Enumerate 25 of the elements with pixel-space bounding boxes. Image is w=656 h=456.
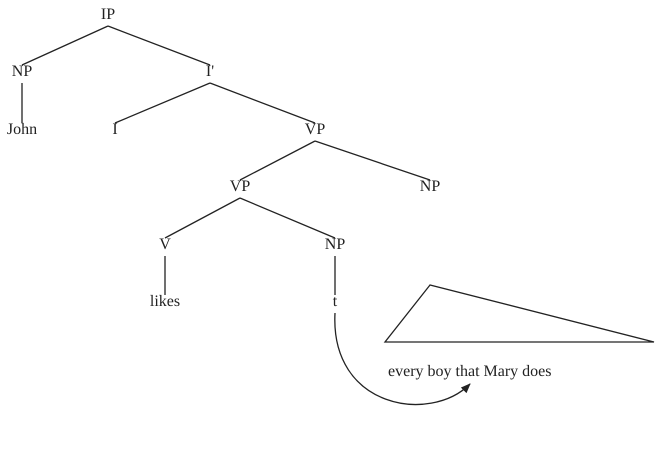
- tree-label: VP: [230, 178, 250, 196]
- tree-branch: [114, 82, 210, 124]
- tree-label: t: [332, 293, 338, 311]
- tree-label: NP: [324, 236, 346, 254]
- tree-branch: [314, 140, 430, 181]
- tree-branch: [108, 25, 210, 66]
- tree-label: NP: [420, 178, 440, 196]
- tree-branch: [240, 197, 336, 239]
- tree-label: I: [112, 121, 118, 139]
- phrase-text: every boy that Mary does: [388, 363, 552, 381]
- tree-label: V: [159, 236, 171, 254]
- tree-label: I': [206, 63, 214, 81]
- tree-label: IP: [100, 6, 116, 24]
- tree-branch: [164, 256, 166, 295]
- tree-branch: [21, 83, 23, 123]
- tree-branch: [240, 140, 316, 181]
- tree-branch: [164, 197, 240, 239]
- tree-label: NP: [12, 63, 32, 81]
- tree-branch: [210, 82, 316, 124]
- tree-label: likes: [150, 293, 180, 311]
- tree-label: John: [6, 121, 38, 139]
- tree-branch: [22, 25, 108, 66]
- tree-branch: [334, 256, 336, 295]
- tree-label: VP: [304, 121, 326, 139]
- movement-arrow: [334, 312, 471, 406]
